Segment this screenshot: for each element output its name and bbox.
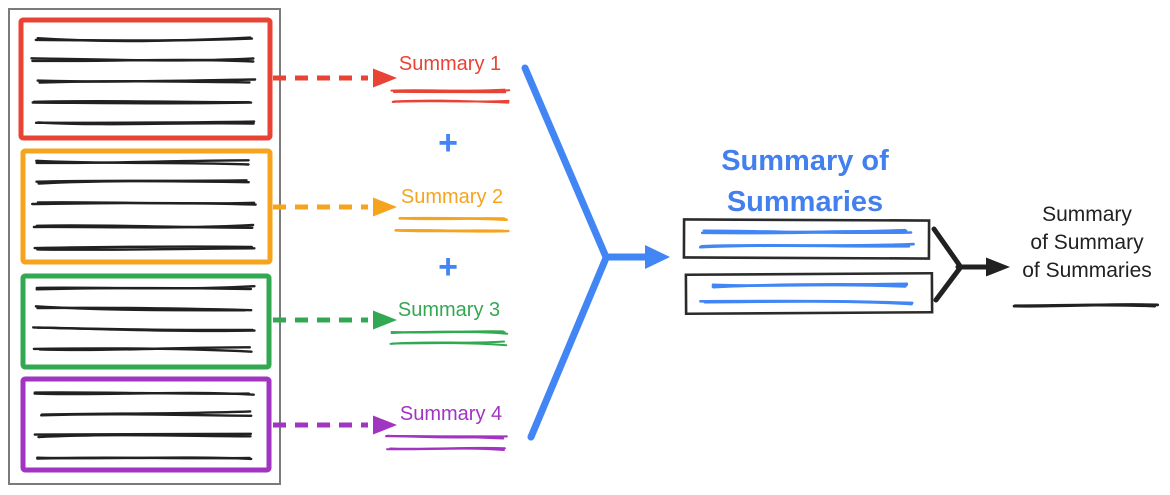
scribble-stroke [391,99,510,103]
scribble-stroke [31,101,253,105]
merge-arrow [521,64,670,441]
final-merge-arrow [931,226,1010,303]
summary-1-label: Summary 1 [398,53,502,75]
summary-4-label: Summary 4 [399,403,503,425]
arrow-document-1-to-summary-1 [273,68,397,88]
merge-line-top [521,64,654,261]
summary-3-label: Summary 3 [397,299,501,321]
document-2-box [20,148,273,265]
arrowhead-icon [373,310,397,330]
scribble-stroke [34,37,254,42]
scribble-stroke [35,224,254,229]
arrow-document-3-to-summary-3 [273,310,397,330]
plus-icon-2: + [438,248,458,286]
arrowhead-icon [373,197,397,217]
scribble-stroke [698,244,911,249]
final-summary-line-1: Summary [1042,203,1132,226]
document-stack-outline [8,8,281,485]
final-summary-line-2: of Summary [1030,231,1144,254]
final-summary-line-3: of Summaries [1022,259,1152,282]
scribble-stroke [385,435,505,440]
summary-of-summaries-box-2 [684,271,934,316]
scribble-stroke [35,159,250,166]
summary-2-label: Summary 2 [400,186,504,208]
scribble-stroke [36,247,256,251]
scribble-text-lines [30,36,1159,461]
scribble-stroke [35,285,256,290]
scribble-stroke [31,58,255,63]
scribble-stroke [32,326,256,333]
scribble-stroke [35,179,248,183]
scribble-stroke [33,391,250,395]
arrowhead-icon [645,245,670,269]
scribble-stroke [36,306,253,312]
scribble-stroke [395,90,507,94]
document-3-box [20,273,272,370]
scribble-stroke [711,283,907,288]
summary-of-summaries-title: Summary of Summaries [645,141,965,223]
arrowhead-icon [373,68,397,88]
scribble-stroke [398,229,510,233]
scribble-stroke [36,201,256,205]
scribble-stroke [389,340,506,345]
title-line-1: Summary of [721,145,889,177]
final-merge-line-bottom [933,265,963,303]
scribble-stroke [702,229,913,235]
arrowhead-icon [986,257,1010,277]
scribble-stroke [32,347,253,353]
scribble-stroke [33,245,253,250]
arrow-document-4-to-summary-4 [273,415,397,435]
arrowhead-icon [373,415,397,435]
scribble-stroke [38,80,251,84]
document-1-box [18,17,273,141]
scribble-stroke [36,121,255,126]
scribble-stroke [40,413,253,417]
title-line-2: Summaries [726,186,884,218]
scribble-stroke [33,432,253,436]
summary-of-summaries-boxes [682,218,934,316]
scribble-stroke [390,330,504,334]
source-document-stack [8,8,281,485]
document-4-box [20,376,272,473]
scribble-stroke [1013,303,1157,308]
merge-line-bottom [527,254,610,441]
final-summary-label: Summary of Summary of Summaries [1002,201,1170,285]
scribble-stroke [36,456,251,460]
scribble-stroke [386,447,505,451]
scribble-stroke [699,299,914,305]
arrow-document-2-to-summary-2 [273,197,397,217]
final-merge-line-top [931,226,963,269]
summary-of-summaries-box-1 [682,218,931,260]
scribble-stroke [398,216,506,221]
plus-icon-1: + [438,124,458,162]
